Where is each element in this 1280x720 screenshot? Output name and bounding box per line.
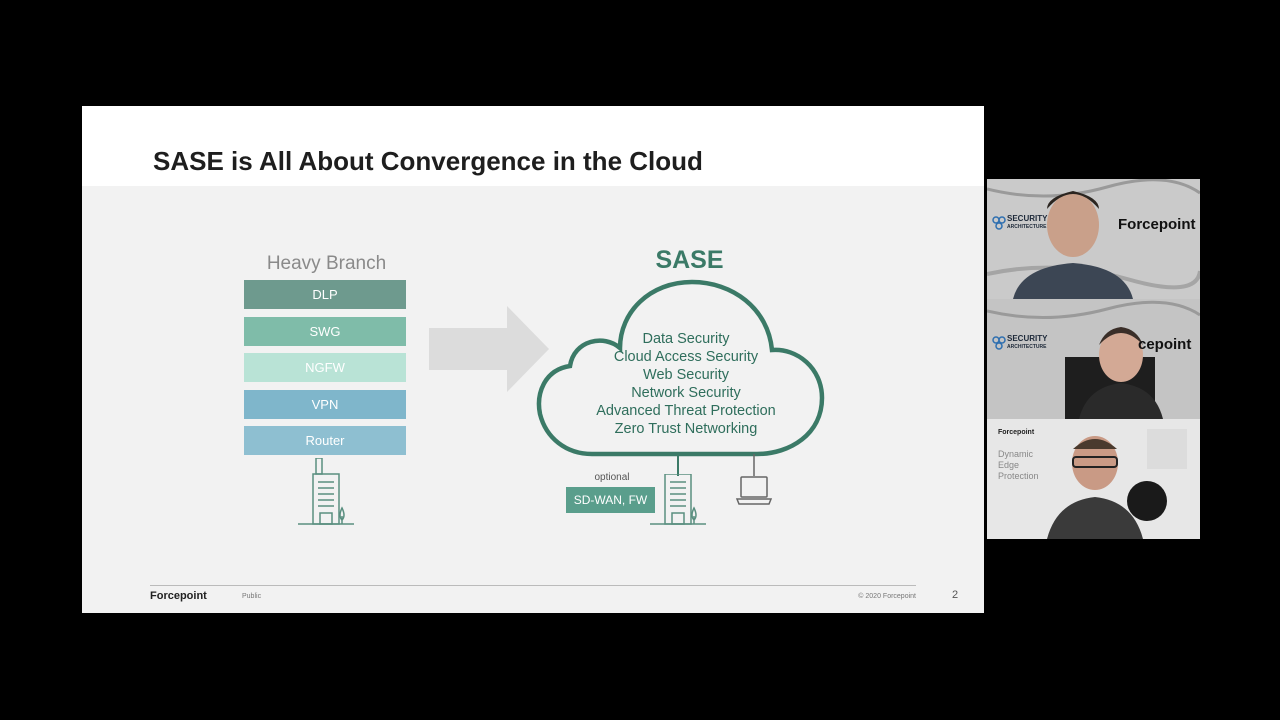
video-frame-background xyxy=(987,299,1200,419)
participant-tile-2[interactable]: SECURITY ARCHITECTURE cepoint xyxy=(987,299,1200,419)
service-cloud-access-security: Cloud Access Security xyxy=(613,349,759,365)
service-network-security: Network Security xyxy=(631,385,741,401)
laptop-icon xyxy=(735,476,773,505)
security-architecture-badge: SECURITY ARCHITECTURE xyxy=(1007,215,1047,231)
stack-item-ngfw: NGFW xyxy=(244,353,406,382)
slogan-line-3: Protection xyxy=(998,471,1039,481)
service-zero-trust-networking: Zero Trust Networking xyxy=(614,421,758,437)
forcepoint-logo: Forcepoint xyxy=(998,429,1035,436)
connector-lines xyxy=(677,454,755,476)
slogan-line-2: Edge xyxy=(998,460,1020,470)
service-advanced-threat-protection: Advanced Threat Protection xyxy=(596,403,776,419)
heavy-branch-title: Heavy Branch xyxy=(266,253,387,274)
service-data-security: Data Security xyxy=(642,331,730,347)
badge-line-2: ARCHITECTURE xyxy=(1007,344,1047,350)
video-frame-background xyxy=(987,179,1200,299)
background-slogan: Dynamic Edge Protection xyxy=(998,449,1039,482)
badge-line-2: ARCHITECTURE xyxy=(1007,224,1047,230)
footer-logo: Forcepoint xyxy=(150,590,207,602)
right-arrow-icon xyxy=(429,306,549,392)
optional-label: optional xyxy=(594,472,630,483)
cloud-icon xyxy=(536,279,825,457)
slide-title: SASE is All About Convergence in the Clo… xyxy=(153,146,703,176)
stack-item-router: Router xyxy=(244,426,406,455)
slogan-line-1: Dynamic xyxy=(998,449,1034,459)
sase-branch-building-icon xyxy=(650,474,706,525)
participant-tile-1[interactable]: SECURITY ARCHITECTURE Forcepoint xyxy=(987,179,1200,299)
badge-line-1: SECURITY xyxy=(1007,334,1048,343)
stack-item-dlp: DLP xyxy=(244,280,406,309)
slide-header xyxy=(82,106,984,186)
footer-copyright: © 2020 Forcepoint xyxy=(858,593,916,600)
forcepoint-brand: Forcepoint xyxy=(1118,216,1196,233)
security-architecture-logo-icon xyxy=(992,336,1006,350)
video-frame-background xyxy=(987,419,1200,539)
sdwan-fw-box: SD-WAN, FW xyxy=(566,487,655,513)
security-architecture-badge: SECURITY ARCHITECTURE xyxy=(1007,335,1047,351)
participant-tile-3[interactable]: Forcepoint Dynamic Edge Protection xyxy=(987,419,1200,539)
stack-item-vpn: VPN xyxy=(244,390,406,419)
footer-classification: Public xyxy=(242,593,262,600)
stack-item-swg: SWG xyxy=(244,317,406,346)
page-number: 2 xyxy=(952,589,959,601)
service-web-security: Web Security xyxy=(643,367,729,383)
forcepoint-brand: cepoint xyxy=(1138,336,1192,353)
branch-building-icon xyxy=(298,458,354,525)
presentation-slide: SASE is All About Convergence in the Clo… xyxy=(82,106,984,613)
badge-line-1: SECURITY xyxy=(1007,214,1048,223)
security-architecture-logo-icon xyxy=(992,216,1006,230)
footer-divider xyxy=(150,585,916,586)
sase-title: SASE xyxy=(655,246,724,274)
